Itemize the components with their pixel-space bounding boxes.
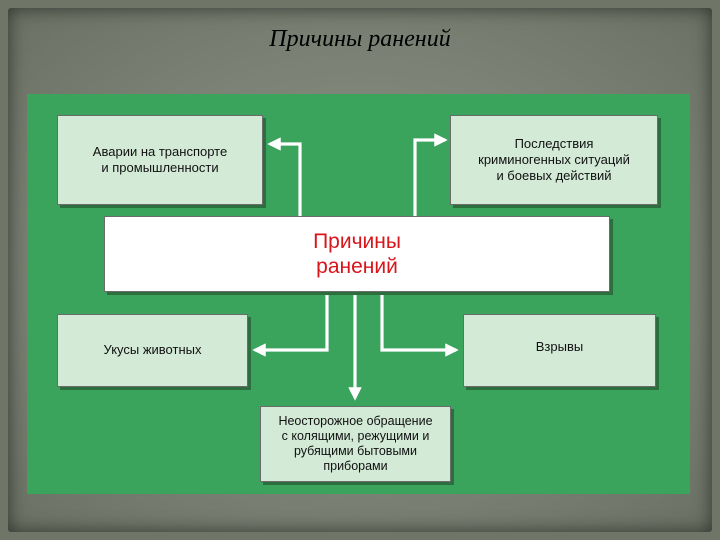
box-accidents: Аварии на транспорте и промышленности xyxy=(57,115,263,205)
box-animal-bites: Укусы животных xyxy=(57,314,248,387)
box-explosions-text: Взрывы xyxy=(535,339,584,354)
arrow-to-accidents xyxy=(267,137,302,216)
arrow-to-criminal xyxy=(413,133,448,216)
center-line-2: ранений xyxy=(316,255,398,278)
center-box: Причины ранений xyxy=(104,216,610,292)
box-criminal: Последствия криминогенных ситуаций и бое… xyxy=(450,115,658,205)
box-careless-handling-text: Неосторожное обращение с колящими, режущ… xyxy=(278,413,433,474)
arrow-to-explosions xyxy=(380,292,459,357)
arrow-to-animal-bites xyxy=(252,292,329,357)
box-animal-bites-text: Укусы животных xyxy=(103,342,202,358)
center-line-1: Причины xyxy=(313,229,401,253)
box-accidents-text: Аварии на транспорте и промышленности xyxy=(92,143,228,175)
box-careless-handling: Неосторожное обращение с колящими, режущ… xyxy=(260,406,451,482)
box-criminal-text: Последствия криминогенных ситуаций и бое… xyxy=(478,135,630,184)
box-explosions: Взрывы xyxy=(463,314,656,387)
slide-title: Причины ранений xyxy=(269,26,451,52)
